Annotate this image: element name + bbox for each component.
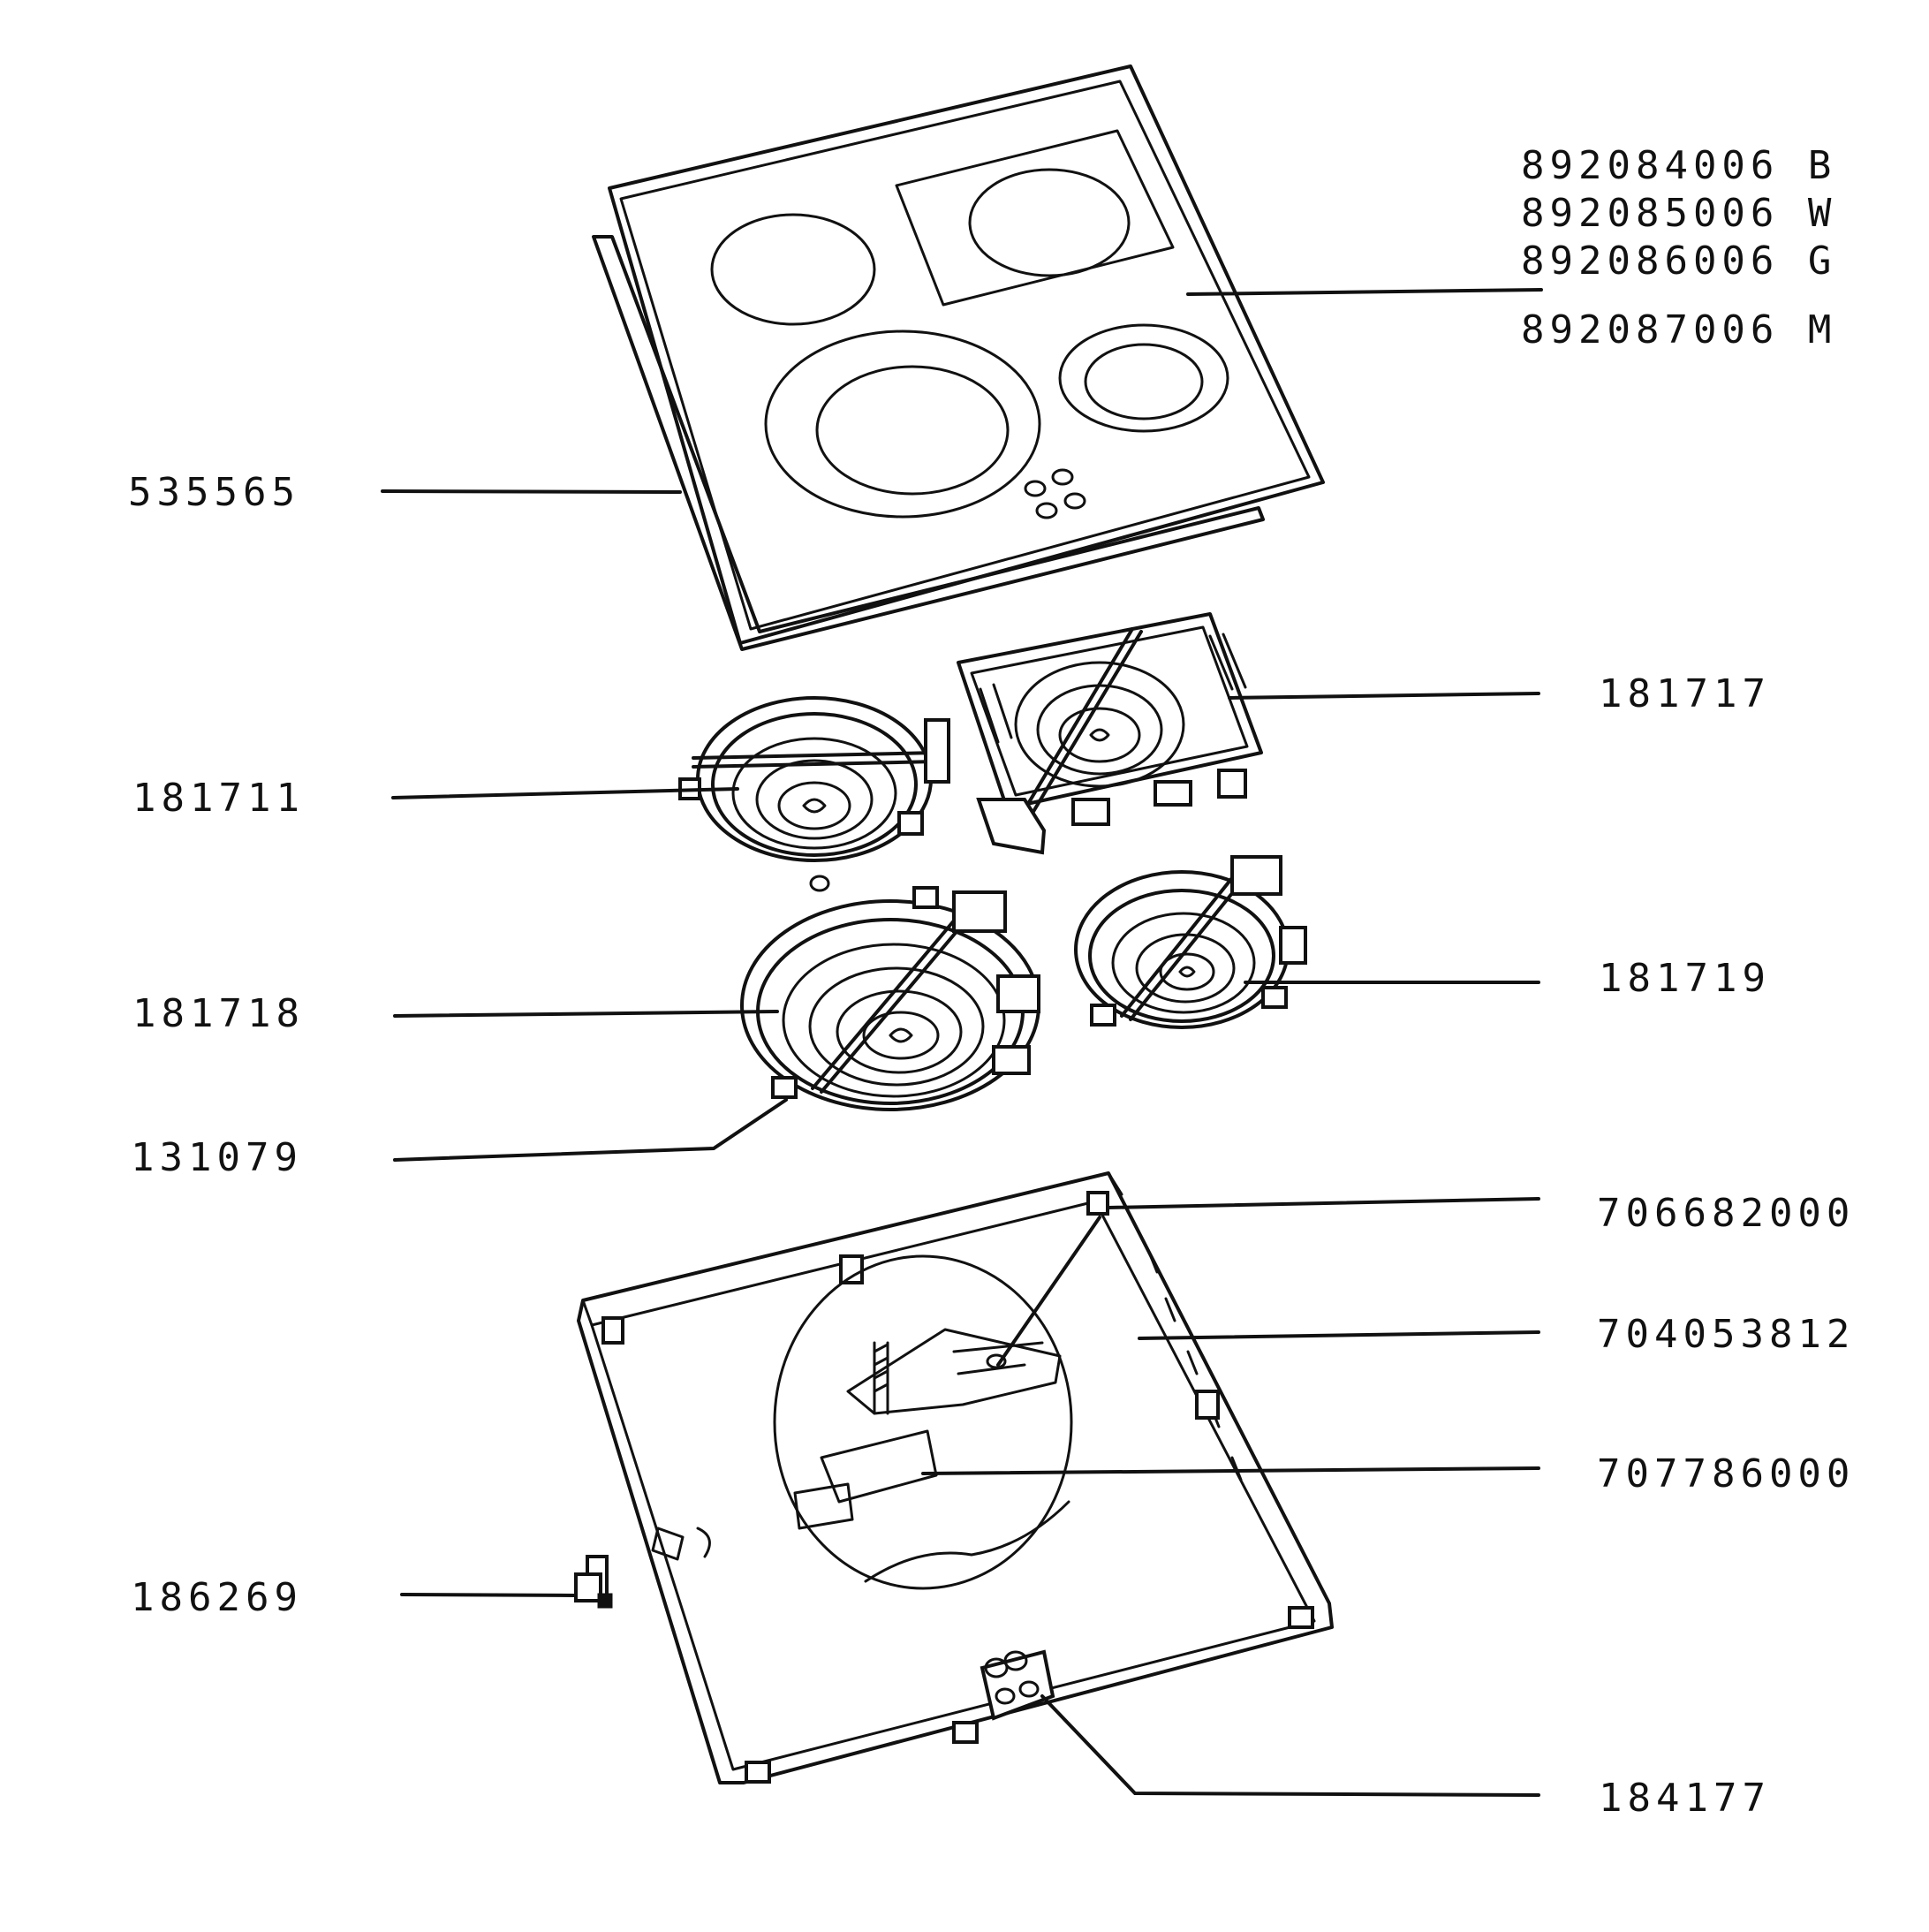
cooking-zone-front-left	[764, 330, 1041, 519]
label-heater-large-front-left: 181718	[132, 991, 305, 1036]
clip-131079-part	[771, 1076, 798, 1099]
temperature-limiter	[574, 1555, 613, 1609]
leader-lines	[381, 288, 1543, 1797]
heater-front-right-small	[1074, 855, 1307, 1029]
heater-front-left-large	[740, 886, 1040, 1111]
glass-ceramic-top	[608, 64, 1325, 645]
label-bracket: 707786000	[1597, 1451, 1855, 1496]
cooking-zone-rect-rear-right	[895, 129, 1175, 307]
heater-rear-right-rect	[957, 612, 1263, 855]
heater-rear-left-round	[678, 696, 950, 892]
detail-magnifier	[773, 1254, 1073, 1590]
label-heater-small-front-right: 181719	[1599, 956, 1771, 1001]
label-limiter: 186269	[131, 1575, 303, 1620]
cooking-zone-rear-left	[710, 213, 876, 326]
label-terminal-block: 184177	[1599, 1776, 1771, 1821]
terminal-block-part	[995, 1687, 1016, 1705]
label-fixing-clip: 706682000	[1597, 1191, 1855, 1236]
label-glass-top-w: 892085006 W	[1521, 191, 1836, 236]
label-tray: 704053812	[1597, 1312, 1855, 1357]
label-glass-top-b: 892084006 B	[1521, 143, 1836, 188]
part-labels: 892084006 B 892085006 W 892086006 G 8920…	[128, 143, 1855, 1821]
label-glass-top-m: 892087006 M	[1521, 307, 1836, 352]
support-tray	[577, 1171, 1334, 1784]
label-glass-top-g: 892086006 G	[1521, 239, 1836, 284]
control-dot-icon	[1024, 480, 1047, 497]
label-heater-small-rear-left: 181711	[132, 776, 305, 821]
label-heater-rect-rear-right: 181717	[1599, 671, 1771, 716]
label-clip: 131079	[131, 1135, 303, 1180]
cooking-zone-front-right	[1058, 323, 1229, 433]
seal-gasket	[592, 235, 1265, 651]
label-seal: 535565	[128, 470, 300, 515]
